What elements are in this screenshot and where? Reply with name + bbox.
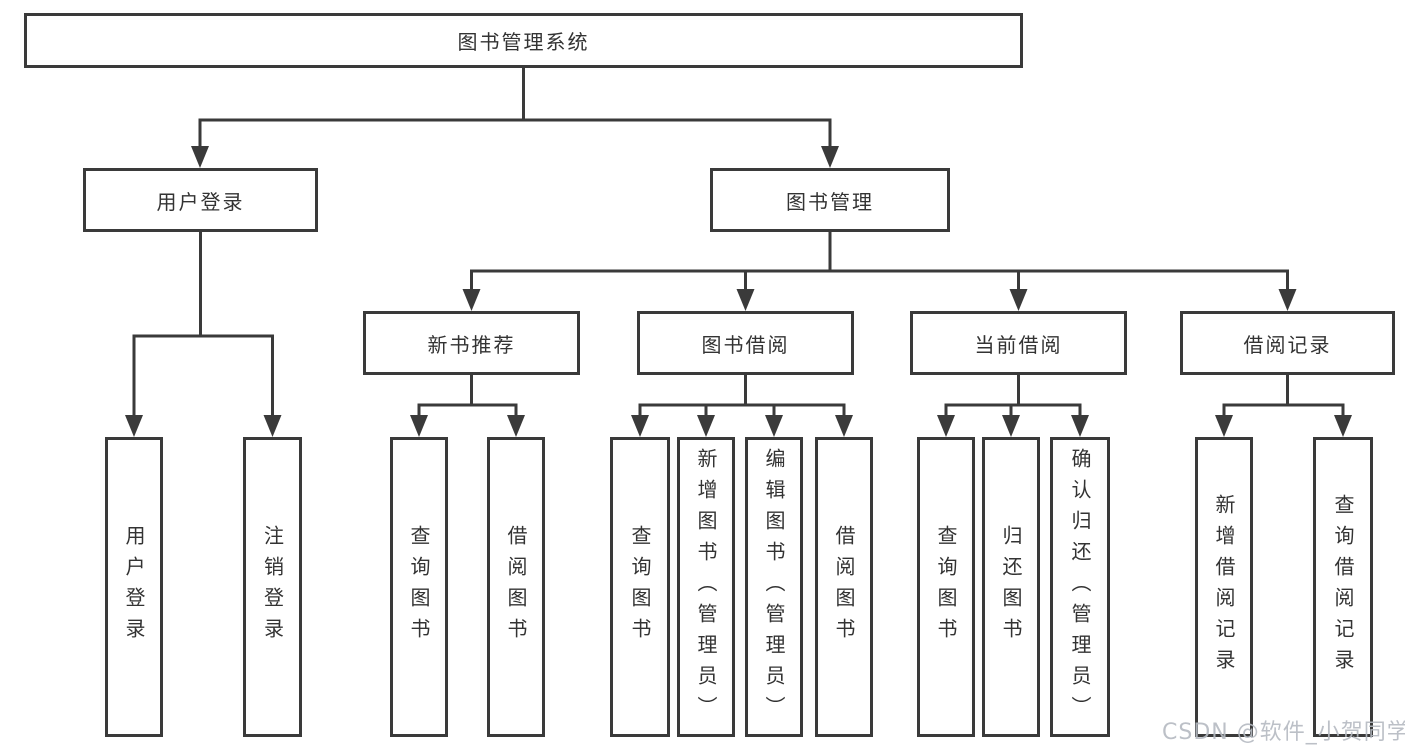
leaf-label: 注销登录 — [260, 525, 285, 649]
leaf-label: 新增借阅记录 — [1212, 494, 1236, 680]
leaf-edit-book-admin: 编辑图书（管理员） — [745, 437, 803, 737]
node-book-management: 图书管理 — [710, 168, 950, 232]
leaf-borrow-books-borrowing: 借阅图书 — [815, 437, 873, 737]
node-label: 图书管理系统 — [457, 30, 590, 54]
node-borrowing-records: 借阅记录 — [1180, 311, 1395, 375]
node-user-login: 用户登录 — [83, 168, 318, 232]
leaf-label: 借阅图书 — [504, 525, 528, 649]
leaf-query-borrow-record: 查询借阅记录 — [1313, 437, 1373, 737]
node-label: 图书借阅 — [701, 332, 790, 357]
leaf-query-books-current: 查询图书 — [917, 437, 975, 737]
node-new-book-recommendation: 新书推荐 — [363, 311, 580, 375]
leaf-add-borrow-record: 新增借阅记录 — [1195, 437, 1253, 737]
node-library-management-system: 图书管理系统 — [24, 13, 1023, 68]
node-label: 当前借阅 — [974, 332, 1063, 357]
leaf-confirm-return-admin: 确认归还（管理员） — [1050, 437, 1110, 737]
node-label: 借阅记录 — [1243, 332, 1332, 357]
leaf-query-books-borrowing: 查询图书 — [610, 437, 670, 737]
leaf-return-books: 归还图书 — [982, 437, 1040, 737]
leaf-label: 用户登录 — [122, 525, 146, 649]
node-current-borrowing: 当前借阅 — [910, 311, 1127, 375]
leaf-add-book-admin: 新增图书（管理员） — [677, 437, 735, 737]
leaf-label: 查询借阅记录 — [1331, 494, 1355, 680]
leaf-query-books-recommendation: 查询图书 — [390, 437, 448, 737]
leaf-label: 新增图书（管理员） — [694, 447, 718, 727]
node-book-borrowing: 图书借阅 — [637, 311, 854, 375]
leaf-label: 借阅图书 — [832, 525, 856, 649]
leaf-logout-login: 注销登录 — [243, 437, 302, 737]
node-label: 新书推荐 — [427, 332, 516, 357]
leaf-label: 编辑图书（管理员） — [762, 447, 786, 727]
node-label: 用户登录 — [156, 189, 245, 214]
csdn-watermark: CSDN @软件_小贺同学 — [1162, 720, 1405, 745]
leaf-label: 查询图书 — [934, 525, 958, 649]
leaf-label: 查询图书 — [628, 525, 652, 649]
leaf-user-login: 用户登录 — [105, 437, 163, 737]
node-label: 图书管理 — [786, 189, 874, 214]
leaf-borrow-books-recommendation: 借阅图书 — [487, 437, 545, 737]
leaf-label: 查询图书 — [407, 525, 431, 649]
leaf-label: 归还图书 — [999, 525, 1023, 649]
leaf-label: 确认归还（管理员） — [1068, 447, 1092, 727]
